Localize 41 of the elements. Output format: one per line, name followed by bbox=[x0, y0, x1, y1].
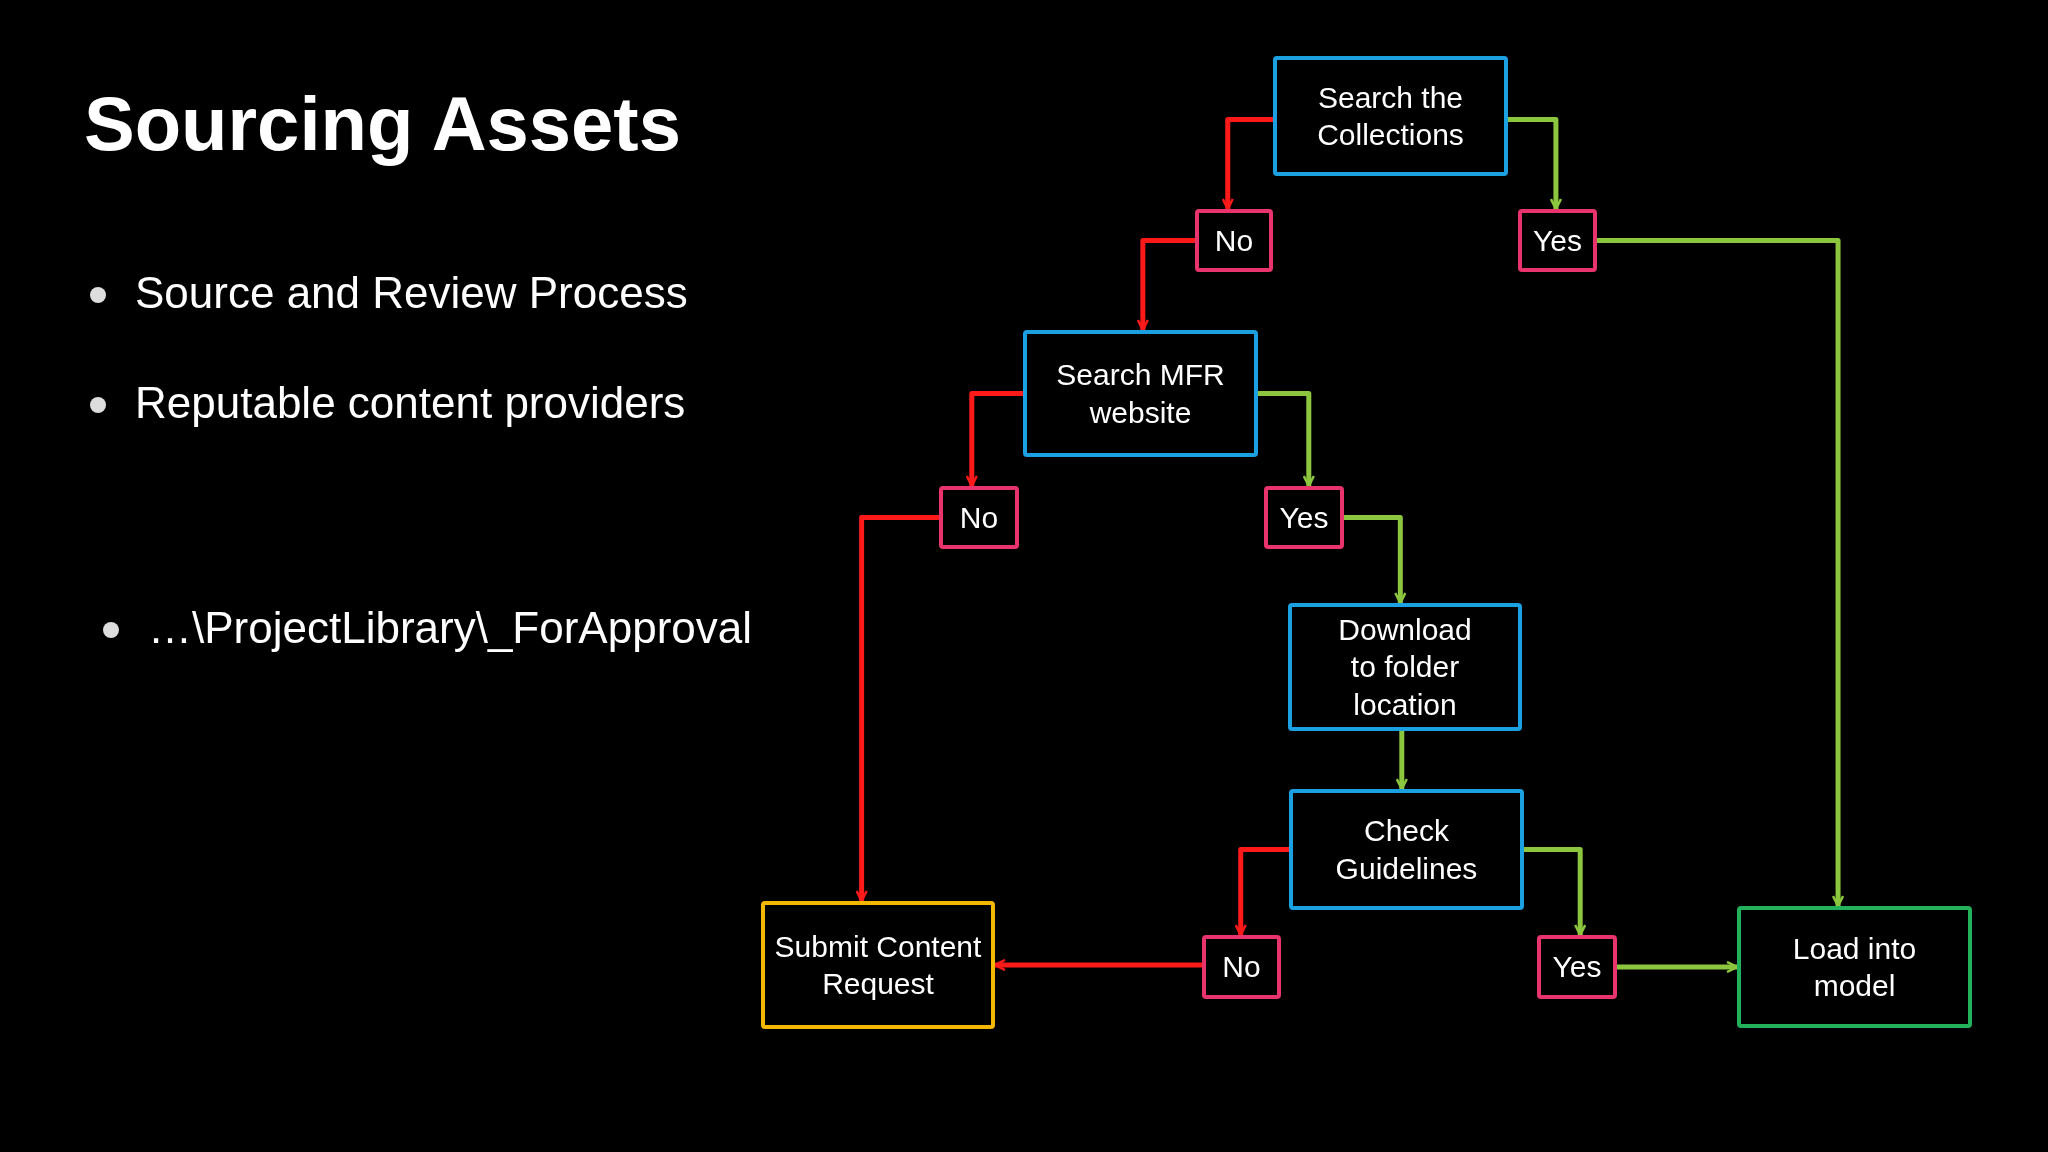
process-box bbox=[1273, 56, 1508, 176]
process-box bbox=[1288, 603, 1522, 731]
arrow bbox=[1221, 117, 1273, 211]
box-label: Download to folder location bbox=[1337, 611, 1473, 723]
bullet-text: Source and Review Process bbox=[135, 268, 688, 318]
answer-box bbox=[1518, 209, 1597, 272]
box-label: Yes bbox=[1532, 222, 1583, 259]
arrow bbox=[1136, 238, 1195, 332]
box-label: No bbox=[958, 499, 1000, 536]
box-label: Check Guidelines bbox=[1334, 813, 1479, 887]
box-label: Submit Content Request bbox=[773, 928, 983, 1002]
slide-title: Sourcing Assets bbox=[84, 80, 681, 167]
box-label: Load into model bbox=[1791, 930, 1918, 1004]
answer-box bbox=[1195, 209, 1273, 272]
answer-box bbox=[939, 486, 1019, 549]
arrow bbox=[1258, 391, 1316, 488]
box-label: Search MFR website bbox=[1055, 357, 1226, 431]
arrow bbox=[1524, 847, 1587, 937]
process-box bbox=[1289, 789, 1524, 910]
box-label: No bbox=[1213, 222, 1255, 259]
arrow bbox=[1234, 847, 1289, 937]
box-label: Yes bbox=[1278, 499, 1330, 536]
box-label: No bbox=[1221, 949, 1262, 986]
arrow bbox=[965, 391, 1023, 488]
arrow bbox=[1344, 515, 1407, 605]
box-label: Search the Collections bbox=[1316, 79, 1465, 153]
process-box bbox=[761, 901, 995, 1029]
arrow bbox=[1597, 238, 1845, 908]
arrow bbox=[1617, 960, 1739, 974]
arrow bbox=[855, 515, 939, 903]
box-label: Yes bbox=[1551, 949, 1603, 986]
arrow bbox=[1508, 117, 1563, 211]
process-box bbox=[1737, 906, 1972, 1028]
arrow bbox=[993, 958, 1202, 972]
process-box bbox=[1023, 330, 1258, 457]
bullet-text: Reputable content providers bbox=[135, 378, 686, 428]
answer-box bbox=[1264, 486, 1344, 549]
answer-box bbox=[1202, 935, 1281, 999]
bullet-text: …\ProjectLibrary\_ForApproval bbox=[148, 603, 752, 653]
arrow bbox=[1395, 731, 1409, 791]
answer-box bbox=[1537, 935, 1617, 999]
